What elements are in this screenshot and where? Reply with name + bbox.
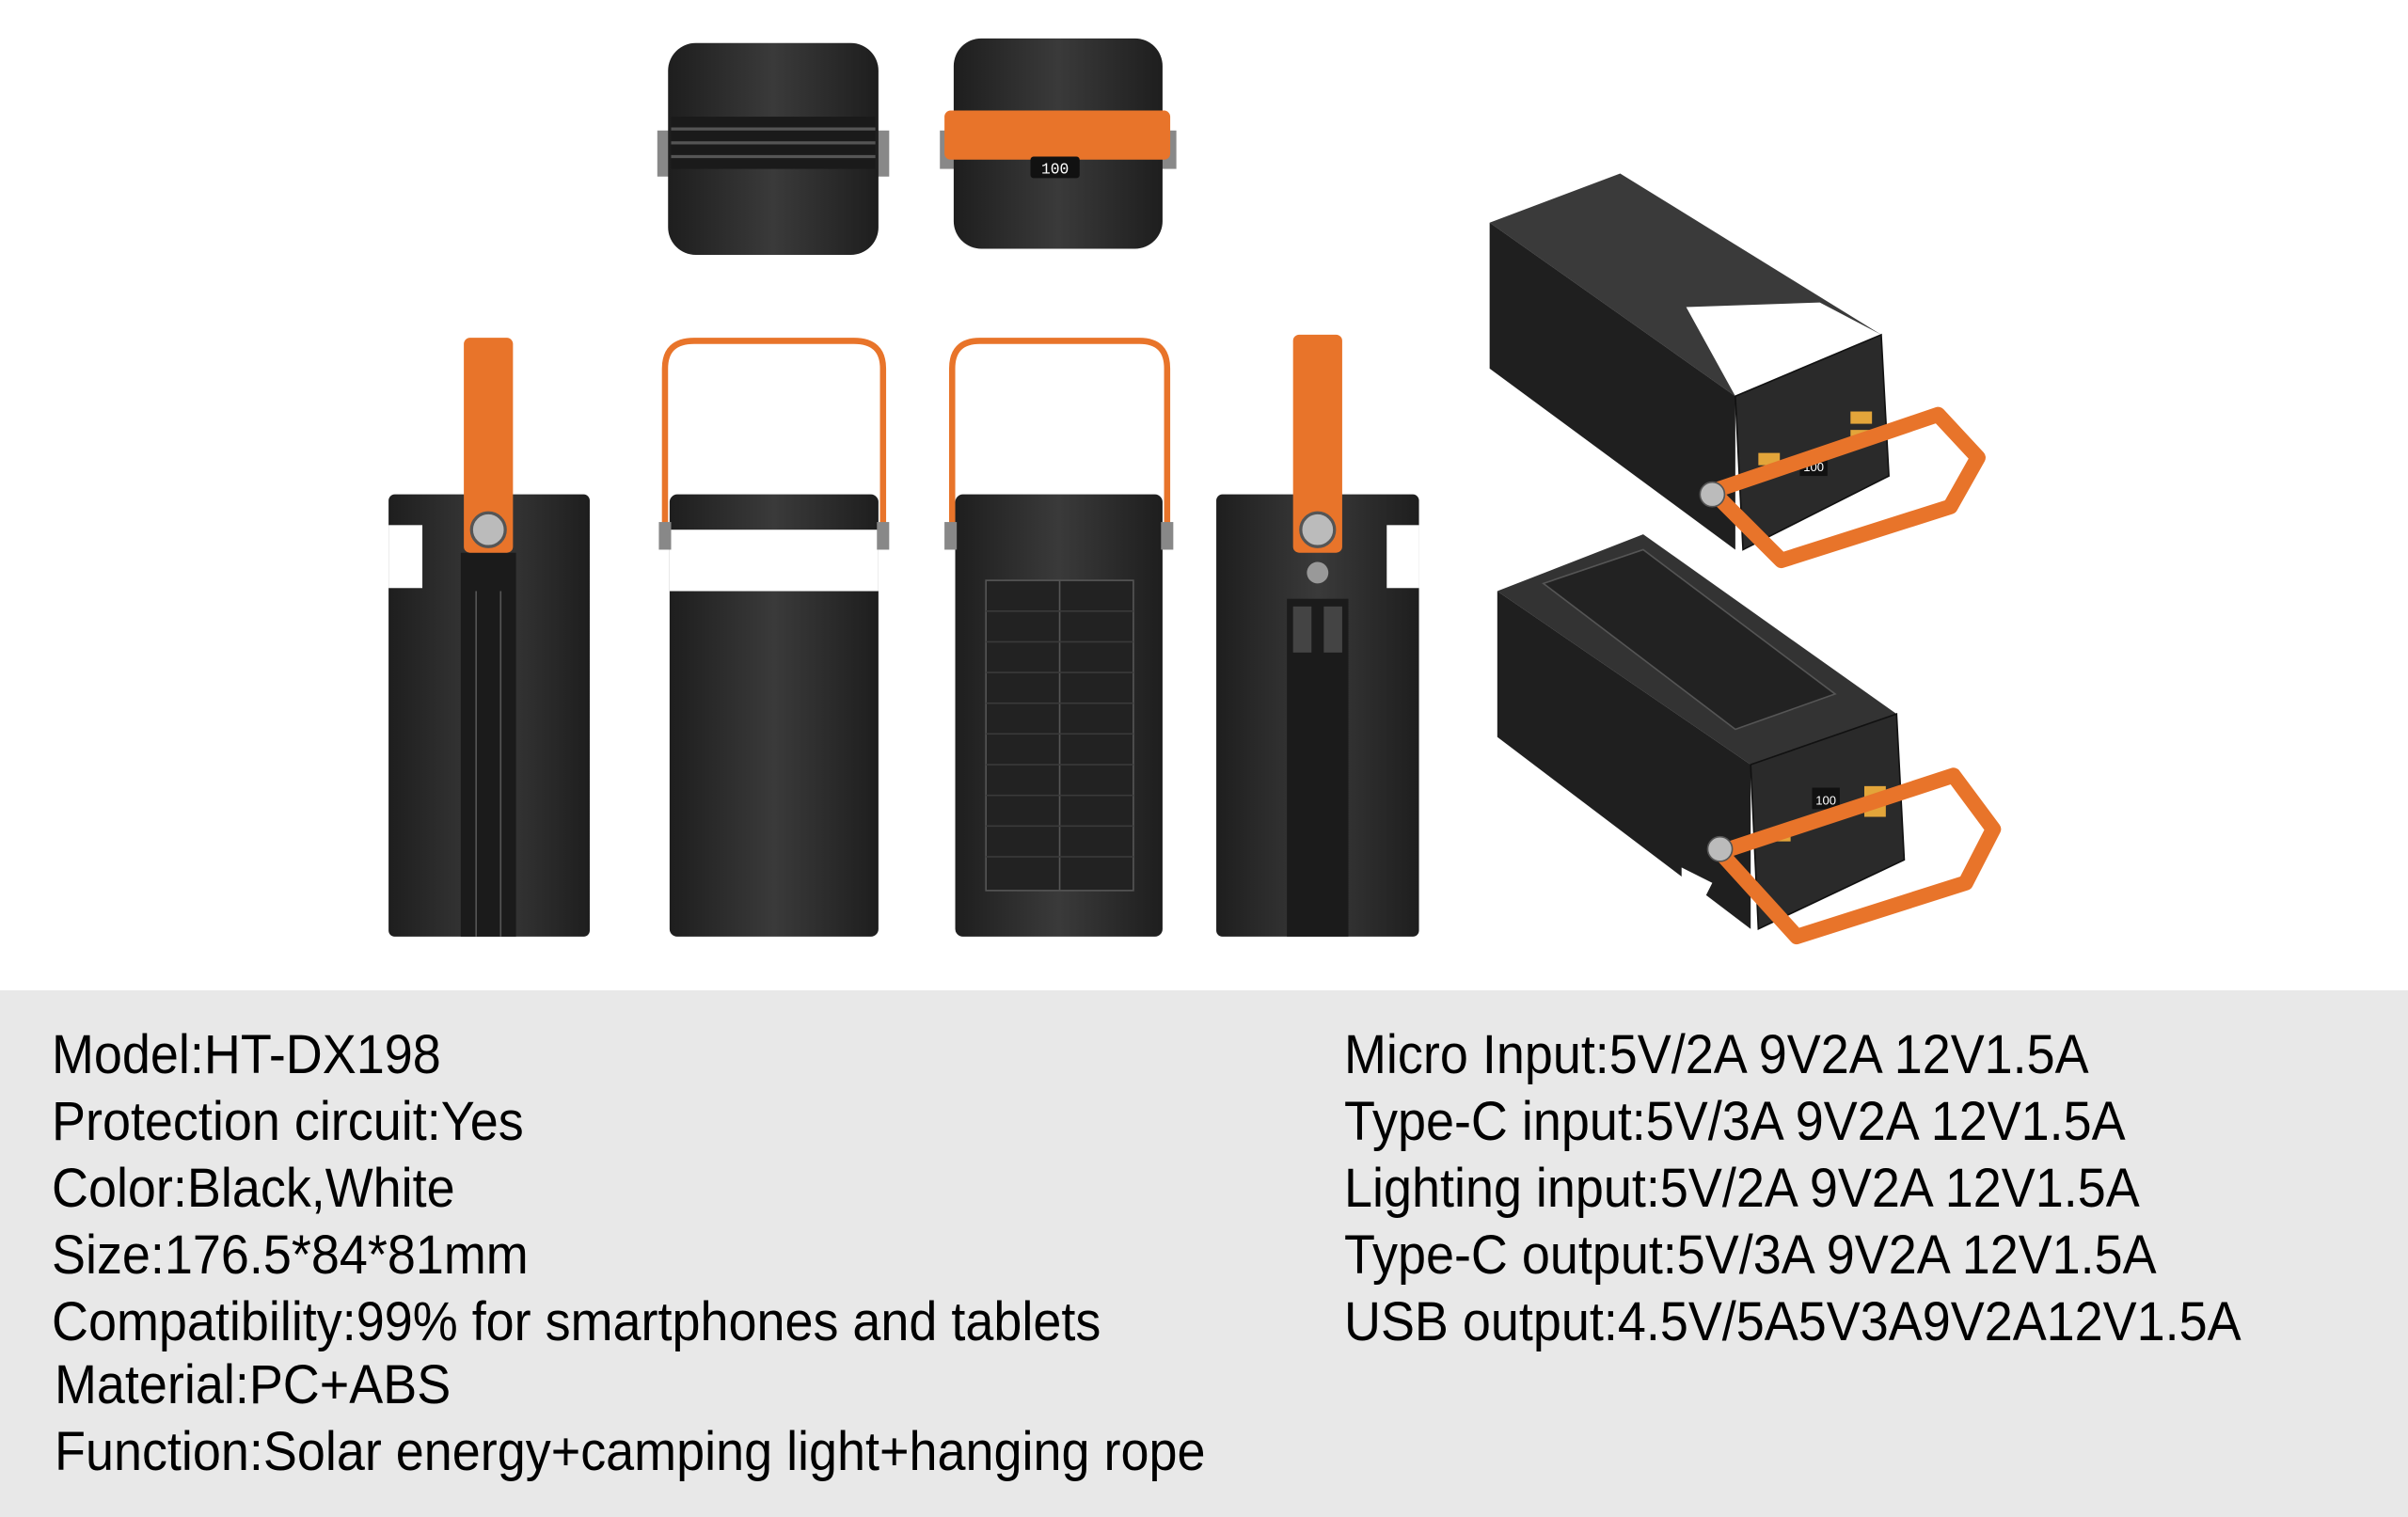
spec-function: Function:Solar energy+camping light+hang… [55,1421,1206,1482]
spec-compatibility: Compatibility:99% for smartphones and ta… [52,1291,1101,1352]
spec-typec-input: Type-C input:5V/3A 9V2A 12V1.5A [1344,1091,2126,1152]
iso-view-ports: 100 [1489,173,1986,569]
spec-lighting-input: Lighting input:5V/2A 9V2A 12V1.5A [1344,1158,2140,1219]
spec-color: Color:Black,White [52,1158,455,1219]
iso-view-solar: 100 [1497,534,2002,945]
spec-material: Material:PC+ABS [55,1354,452,1415]
spec-model: Model:HT-DX198 [52,1024,441,1085]
spec-usb-output: USB output:4.5V/5A5V3A9V2A12V1.5A [1344,1291,2242,1352]
spec-micro-input: Micro Input:5V/2A 9V2A 12V1.5A [1344,1024,2089,1085]
front-view-light [658,338,890,937]
top-view-plain [657,42,890,256]
side-view-right [1216,334,1419,937]
spec-size: Size:176.5*84*81mm [52,1225,529,1286]
display-reading: 100 [1041,160,1069,178]
back-view-solar [944,338,1174,937]
side-view-left [388,338,590,937]
top-view-display: 100 [940,38,1177,249]
spec-typec-output: Type-C output:5V/3A 9V2A 12V1.5A [1344,1225,2157,1286]
spec-protection: Protection circuit:Yes [52,1091,524,1152]
display-reading-iso2: 100 [1815,793,1836,807]
spec-panel: Model:HT-DX198 Protection circuit:Yes Co… [0,990,2408,1517]
product-views: 100 [388,38,2002,945]
